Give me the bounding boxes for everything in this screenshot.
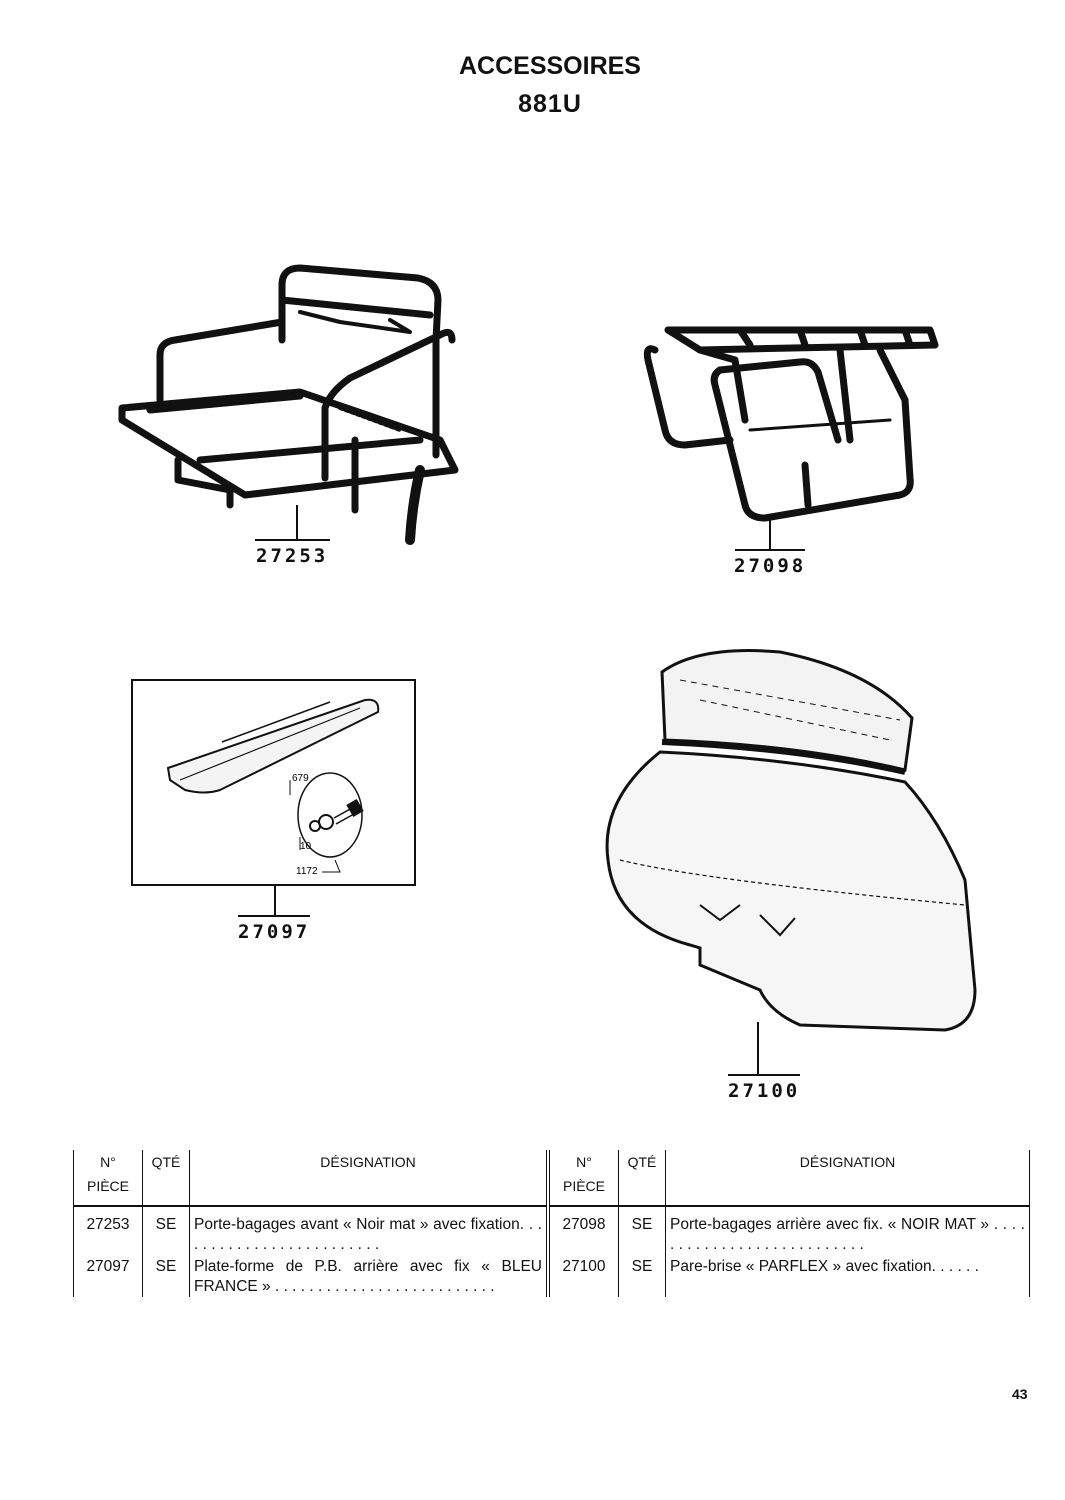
col-header-num-right-line2: PIÈCE — [562, 1178, 605, 1194]
col-header-num-right: N° PIÈCE — [546, 1150, 619, 1207]
col-header-designation: DÉSIGNATION — [189, 1150, 548, 1207]
cell-qte: SE — [142, 1255, 190, 1297]
col-header-num: N° PIÈCE — [73, 1150, 143, 1207]
col-header-designation-right: DÉSIGNATION — [665, 1150, 1030, 1207]
col-header-num-line1: N° — [100, 1154, 116, 1170]
col-header-qte-right: QTÉ — [618, 1150, 666, 1207]
callout-679: 679 — [292, 773, 309, 784]
parts-table: N° PIÈCE QTÉ DÉSIGNATION N° PIÈCE QTÉ DÉ… — [73, 1150, 1030, 1297]
cell-num: 27098 — [546, 1206, 619, 1255]
page-number: 43 — [1012, 1386, 1028, 1402]
rear-luggage-rack-drawing — [643, 326, 939, 522]
windshield-drawing — [605, 649, 977, 1032]
cell-num: 27097 — [73, 1255, 143, 1297]
cell-num: 27100 — [546, 1255, 619, 1297]
illustrations: 679 10 1172 — [118, 264, 977, 1076]
cell-designation: Porte-bagages avant « Noir mat » avec fi… — [189, 1206, 548, 1255]
figure-ref-27100: 27100 — [728, 1080, 801, 1102]
cell-qte: SE — [142, 1206, 190, 1255]
col-header-qte: QTÉ — [142, 1150, 190, 1207]
figure-ref-27253: 27253 — [256, 545, 329, 567]
front-luggage-rack-drawing — [118, 264, 459, 545]
table-row: 27253 SE Porte-bagages avant « Noir mat … — [73, 1206, 1030, 1255]
col-header-num-right-line1: N° — [576, 1154, 592, 1170]
cell-designation: Plate-forme de P.B. arrière avec fix « B… — [189, 1255, 548, 1297]
table-row: 27097 SE Plate-forme de P.B. arrière ave… — [73, 1255, 1030, 1297]
cell-qte: SE — [618, 1206, 666, 1255]
callout-10: 10 — [300, 841, 312, 852]
cell-designation: Pare-brise « PARFLEX » avec fixation. . … — [665, 1255, 1030, 1297]
cell-num: 27253 — [73, 1206, 143, 1255]
platform-drawing — [166, 698, 380, 873]
cell-designation: Porte-bagages arrière avec fix. « NOIR M… — [665, 1206, 1030, 1255]
table-header-row: N° PIÈCE QTÉ DÉSIGNATION N° PIÈCE QTÉ DÉ… — [73, 1150, 1030, 1207]
figure-ref-27097: 27097 — [238, 921, 311, 943]
figure-ref-27098: 27098 — [734, 555, 807, 577]
callout-1172: 1172 — [296, 866, 318, 877]
col-header-num-line2: PIÈCE — [86, 1178, 129, 1194]
page-title: ACCESSOIRES — [459, 52, 641, 80]
cell-qte: SE — [618, 1255, 666, 1297]
model-code: 881U — [518, 90, 582, 118]
